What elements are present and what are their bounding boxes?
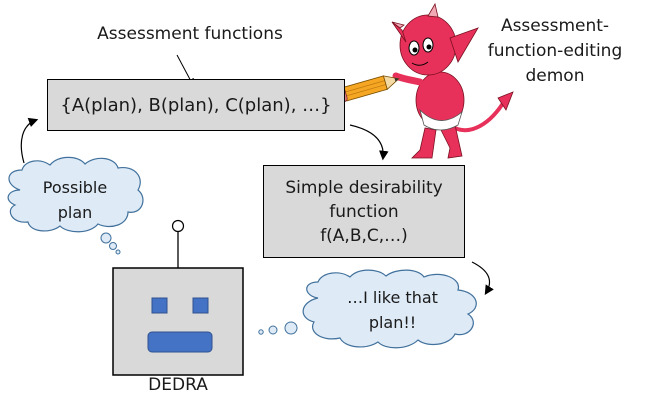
arrow-desirability-to-cloud bbox=[471, 261, 494, 296]
assessment-functions-text: {A(plan), B(plan), C(plan), …} bbox=[60, 94, 332, 116]
robot-right-eye bbox=[192, 297, 209, 314]
assessment-functions-label: Assessment functions bbox=[97, 24, 283, 44]
demon-label: Assessment- function-editing demon bbox=[470, 14, 640, 89]
demon-label-line: Assessment- bbox=[500, 16, 610, 36]
possible-plan-line: Possible bbox=[42, 178, 108, 197]
desirability-line: function bbox=[329, 201, 399, 222]
arrow-plan-to-box bbox=[20, 117, 39, 164]
like-plan-line: plan!! bbox=[368, 313, 417, 332]
like-plan-line: …I like that bbox=[347, 288, 438, 307]
possible-plan-cloud bbox=[7, 156, 144, 255]
like-plan-text: …I like that plan!! bbox=[310, 285, 475, 335]
demon-label-line: demon bbox=[525, 66, 585, 86]
possible-plan-line: plan bbox=[57, 203, 93, 222]
like-plan-cloud bbox=[258, 269, 477, 349]
desirability-function-box: Simple desirability function f(A,B,C,…) bbox=[263, 165, 465, 258]
robot-antenna bbox=[171, 219, 185, 233]
demon-label-line: function-editing bbox=[487, 41, 623, 61]
robot-dedra bbox=[112, 219, 244, 376]
robot-head bbox=[112, 267, 244, 376]
arrow-box-to-desirability bbox=[349, 124, 389, 161]
possible-plan-text: Possible plan bbox=[10, 175, 140, 225]
demon-illustration bbox=[391, 2, 514, 159]
desirability-line: Simple desirability bbox=[285, 177, 443, 198]
assessment-functions-box: {A(plan), B(plan), C(plan), …} bbox=[47, 79, 345, 131]
robot-mouth bbox=[147, 331, 213, 353]
desirability-line: f(A,B,C,…) bbox=[320, 225, 408, 246]
robot-left-eye bbox=[151, 297, 168, 314]
robot-label: DEDRA bbox=[148, 375, 208, 395]
pencil-icon bbox=[335, 75, 400, 103]
